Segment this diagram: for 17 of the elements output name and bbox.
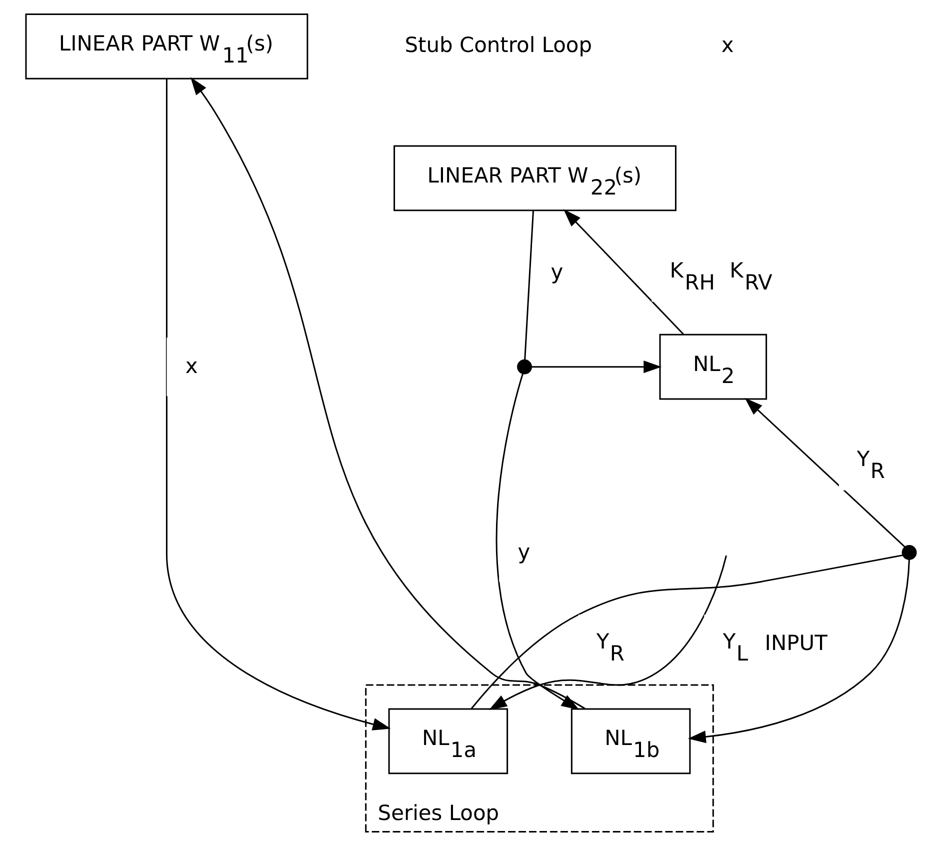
node-dot [901,545,916,560]
arrow [562,209,684,335]
arrow [744,398,906,548]
label: Stub Control Loop [404,33,592,58]
arrow [531,360,662,374]
edge-label: y [517,540,530,564]
edge-label: y [550,260,563,284]
connector [470,554,903,710]
arrow [165,78,390,730]
edge-label: x [184,354,198,378]
arrow [687,559,910,744]
label: x [720,33,734,58]
arrow [496,373,579,710]
node-dot [516,359,532,374]
arrow [190,77,586,710]
arrow [488,555,726,710]
connector [524,210,534,360]
